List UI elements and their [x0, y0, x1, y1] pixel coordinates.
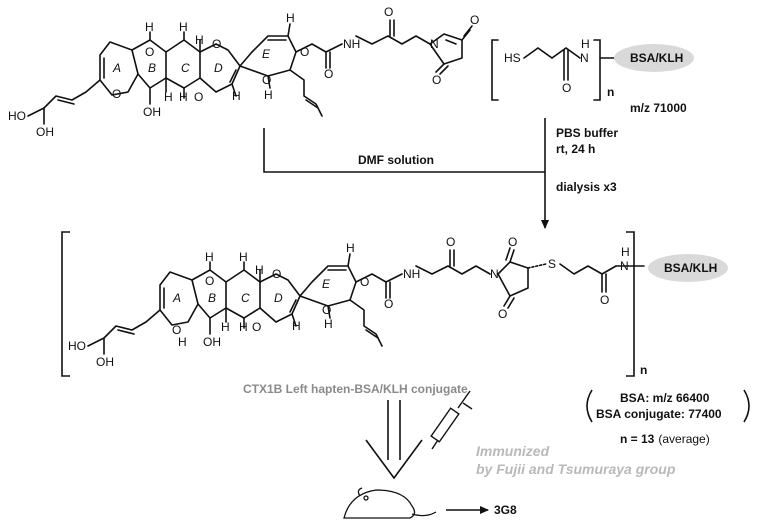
hapten-maleimide-structure [27, 19, 473, 125]
atom-label: H [255, 263, 264, 277]
atom-label: H [286, 11, 295, 25]
condition-time: rt, 24 h [556, 142, 595, 156]
mouse-icon [343, 487, 437, 519]
ring-label: D [214, 61, 223, 75]
ring-label: C [241, 291, 250, 305]
carrier-mass: m/z 71000 [630, 101, 687, 115]
ring-label: D [274, 291, 283, 305]
atom-label: S [548, 257, 556, 271]
reagent-dmf: DMF solution [358, 153, 434, 167]
carrier-label: BSA/KLH [630, 51, 683, 65]
ring-label: B [148, 61, 156, 75]
atom-label: O [212, 37, 221, 51]
atom-label: O [432, 73, 441, 87]
atom-label: HO [8, 109, 26, 123]
atom-label: H [239, 250, 248, 264]
atom-label: H [145, 20, 154, 34]
atom-label: OH [203, 335, 221, 349]
atom-label: O [562, 81, 571, 95]
ring-label: A [172, 291, 181, 305]
mass-bsa: BSA: m/z 66400 [620, 391, 710, 405]
atom-label: N [620, 259, 629, 273]
atom-label: OH [143, 105, 161, 119]
thiol-carrier-labels: HS O N H BSA/KLH n m/z 71000 [504, 37, 687, 115]
atom-label: H [164, 90, 173, 104]
repeat-n-top: n [607, 85, 614, 99]
atom-label: H [221, 320, 230, 334]
atom-label: O [470, 13, 479, 27]
thiol-carrier-structure [491, 39, 617, 101]
atom-label: O [252, 320, 261, 334]
atom-label: H [179, 90, 188, 104]
condition-pbs: PBS buffer [556, 126, 618, 140]
ring-label: B [208, 291, 216, 305]
atom-label: H [232, 89, 241, 103]
atom-label: H [239, 320, 248, 334]
carrier-protein-ellipse-conjugate [648, 254, 728, 282]
syringe-icon [430, 390, 473, 450]
mass-conjugate: BSA conjugate: 77400 [596, 407, 722, 421]
loading-ratio: n = 13(average) [620, 432, 710, 446]
clone-label: 3G8 [494, 503, 517, 517]
atom-label: OH [96, 355, 114, 369]
atom-label: O [322, 303, 331, 317]
atom-label: HS [504, 51, 521, 65]
atom-label: H [621, 245, 630, 259]
atom-label: O [262, 73, 271, 87]
ring-label: A [112, 61, 121, 75]
atom-label: NH [343, 37, 360, 51]
atom-label: O [508, 235, 517, 249]
reaction-arrows [263, 118, 549, 229]
atom-label: O [172, 323, 181, 337]
atom-label: H [292, 319, 301, 333]
atom-label: O [205, 274, 214, 288]
atom-label: O [194, 90, 203, 104]
hapten-atom-labels: O H H H O O H H O H O H H O O O NH N O O… [8, 5, 479, 139]
conjugate-caption: CTX1B Left hapten-BSA/KLH conjugate [243, 382, 468, 396]
conjugate-structure [87, 247, 645, 355]
atom-label: O [498, 307, 507, 321]
atom-label: HO [68, 339, 86, 353]
atom-label: O [600, 293, 609, 307]
immunized-line1: Immunized [476, 443, 550, 459]
atom-label: OH [36, 125, 54, 139]
atom-label: O [384, 5, 393, 19]
atom-label: H [179, 20, 188, 34]
atom-label: H [205, 250, 214, 264]
atom-label: H [324, 317, 333, 331]
condition-dialysis: dialysis x3 [556, 180, 617, 194]
atom-label: N [580, 51, 589, 65]
conjugate-brackets [61, 231, 635, 377]
atom-label: O [384, 297, 393, 311]
atom-label: O [446, 235, 455, 249]
atom-label: N [490, 267, 499, 281]
atom-label: NH [403, 267, 420, 281]
repeat-n-bottom: n [640, 363, 647, 377]
atom-label: O [112, 87, 121, 101]
carrier-label-conjugate: BSA/KLH [664, 261, 717, 275]
atom-label: O [145, 45, 154, 59]
atom-label: O [360, 275, 369, 289]
conjugate-atom-labels: O H H H O O H H H O H O H H O O NH O N O… [68, 235, 717, 377]
atom-label: H [346, 241, 355, 255]
ring-label: E [262, 47, 271, 61]
ring-label: E [322, 277, 331, 291]
atom-label: H [178, 335, 187, 349]
atom-label: H [195, 33, 204, 47]
atom-label: O [300, 45, 309, 59]
immunized-line2: by Fujii and Tsumuraya group [476, 461, 676, 477]
atom-label: H [581, 37, 590, 51]
atom-label: N [430, 37, 439, 51]
atom-label: O [272, 267, 281, 281]
atom-label: O [324, 67, 333, 81]
double-arrow-down [365, 400, 423, 480]
mass-table-parentheses [586, 389, 750, 423]
atom-label: H [264, 88, 273, 102]
carrier-protein-ellipse [614, 44, 694, 72]
ring-label: C [181, 61, 190, 75]
